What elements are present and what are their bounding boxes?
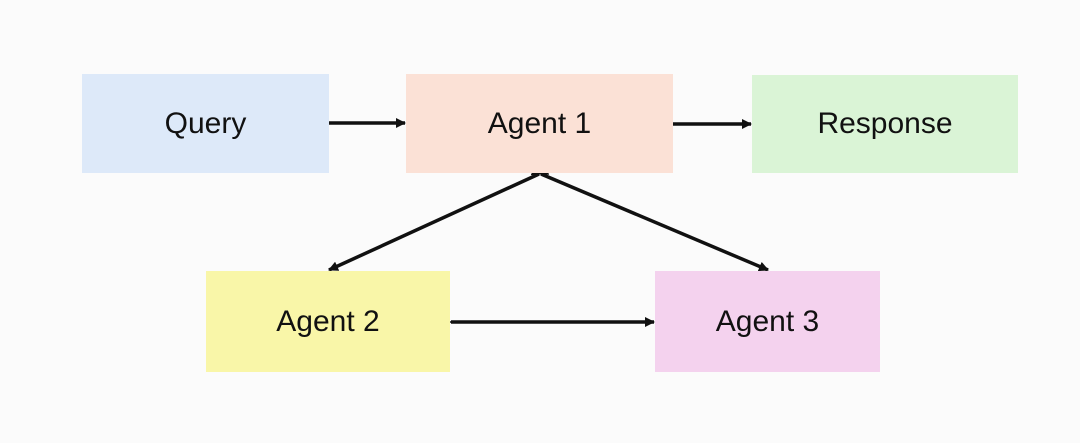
response-node: Response xyxy=(752,75,1018,173)
agent-1-node: Agent 1 xyxy=(406,74,673,173)
agent-3-label: Agent 3 xyxy=(715,304,820,338)
agent-2-label: Agent 2 xyxy=(276,304,380,338)
query-label: Query xyxy=(164,106,247,140)
edge-agent-1-agent-2 xyxy=(328,165,550,272)
agent-2-node: Agent 2 xyxy=(206,271,450,372)
agent-3-node: Agent 3 xyxy=(655,271,880,372)
edge-agent-1-agent-3 xyxy=(530,165,769,272)
response-label: Response xyxy=(817,107,953,140)
agent-1-label: Agent 1 xyxy=(487,106,592,140)
query-node: Query xyxy=(82,74,329,173)
